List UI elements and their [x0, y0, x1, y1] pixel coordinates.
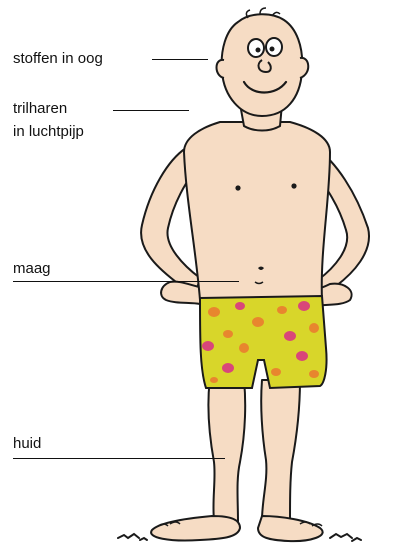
label-skin: huid [13, 434, 41, 453]
leader-line-skin [13, 458, 225, 459]
legs [208, 378, 300, 522]
left-eye-icon [248, 39, 264, 57]
right-eye-icon [266, 38, 282, 56]
leader-line-stomach [13, 281, 239, 282]
label-trachea-line2: in luchtpijp [13, 122, 84, 141]
torso [184, 122, 330, 300]
label-trachea-line1: trilharen [13, 99, 67, 118]
label-eye: stoffen in oog [13, 49, 103, 68]
boxer-shorts [200, 296, 327, 388]
head [217, 8, 309, 116]
leader-line-eye [152, 59, 208, 60]
label-stomach: maag [13, 259, 51, 278]
leader-line-trachea [113, 110, 189, 111]
